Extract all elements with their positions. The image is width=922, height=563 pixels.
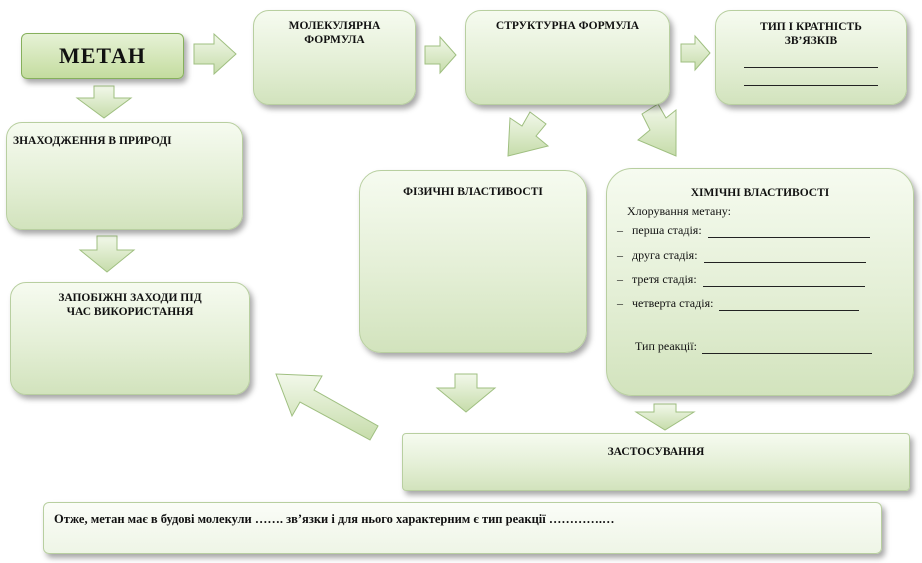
answer-line — [744, 85, 878, 86]
stage-row: – перша стадія: — [617, 223, 870, 238]
arrow-down-icon — [435, 373, 497, 413]
answer-line — [702, 286, 865, 287]
physical-properties-box: ФІЗИЧНІ ВЛАСТИВОСТІ — [359, 170, 587, 353]
stage-label: третя стадія: — [632, 272, 697, 286]
arrow-down-icon — [78, 235, 136, 273]
answer-line — [703, 262, 866, 263]
arrow-right-icon — [680, 34, 711, 72]
molecular-formula-box: МОЛЕКУЛЯРНА ФОРМУЛА — [253, 10, 416, 105]
stage-label: перша стадія: — [632, 223, 702, 237]
stage-marker: – — [617, 223, 623, 237]
answer-line — [707, 237, 870, 238]
arrow-right-icon — [193, 32, 237, 76]
reaction-type-label: Тип реакції: — [635, 339, 697, 353]
conclusion-text: Отже, метан має в будові молекули ……. зв… — [54, 512, 615, 526]
answer-line — [701, 353, 872, 354]
bond-type-box: ТИП І КРАТНІСТЬ ЗВ’ЯЗКІВ — [715, 10, 907, 105]
precautions-title: ЗАПОБІЖНІ ЗАХОДИ ПІД ЧАС ВИКОРИСТАННЯ — [58, 292, 202, 318]
methane-title: МЕТАН — [58, 43, 147, 68]
bond-type-title: ТИП І КРАТНІСТЬ ЗВ’ЯЗКІВ — [760, 21, 862, 47]
applications-title: ЗАСТОСУВАННЯ — [607, 446, 705, 458]
stage-row: – друга стадія: — [617, 248, 866, 263]
stage-row: – третя стадія: — [617, 272, 865, 287]
precautions-box: ЗАПОБІЖНІ ЗАХОДИ ПІД ЧАС ВИКОРИСТАННЯ — [10, 282, 250, 395]
conclusion-box: Отже, метан має в будові молекули ……. зв… — [43, 502, 882, 554]
arrow-right-icon — [424, 35, 457, 75]
natural-occurrence-title: ЗНАХОДЖЕННЯ В ПРИРОДІ — [13, 135, 172, 147]
answer-line — [744, 67, 878, 68]
answer-line — [719, 310, 860, 311]
molecular-formula-title: МОЛЕКУЛЯРНА ФОРМУЛА — [288, 20, 381, 46]
chemical-properties-box: ХІМІЧНІ ВЛАСТИВОСТІ Хлорування метану: –… — [606, 168, 914, 396]
reaction-type-row: Тип реакції: — [635, 339, 872, 354]
chlorination-label: Хлорування метану: — [627, 204, 731, 218]
chemical-properties-title: ХІМІЧНІ ВЛАСТИВОСТІ — [690, 187, 830, 199]
applications-box: ЗАСТОСУВАННЯ — [402, 433, 910, 491]
arrow-down-icon — [75, 85, 133, 119]
physical-properties-title: ФІЗИЧНІ ВЛАСТИВОСТІ — [403, 186, 543, 198]
structural-formula-title: СТРУКТУРНА ФОРМУЛА — [495, 20, 640, 32]
structural-formula-box: СТРУКТУРНА ФОРМУЛА — [465, 10, 670, 105]
methane-box: МЕТАН — [21, 33, 184, 79]
stage-row: – четверта стадія: — [617, 296, 860, 311]
natural-occurrence-box: ЗНАХОДЖЕННЯ В ПРИРОДІ — [6, 122, 243, 230]
stage-marker: – — [617, 272, 623, 286]
stage-marker: – — [617, 296, 623, 310]
stage-label: друга стадія: — [632, 248, 698, 262]
stage-label: четверта стадія: — [632, 296, 714, 310]
arrow-diagonal-icon — [637, 103, 677, 157]
arrow-diagonal-icon — [507, 111, 550, 157]
arrow-down-icon — [634, 403, 696, 431]
stage-marker: – — [617, 248, 623, 262]
arrow-diagonal-icon — [275, 373, 379, 441]
